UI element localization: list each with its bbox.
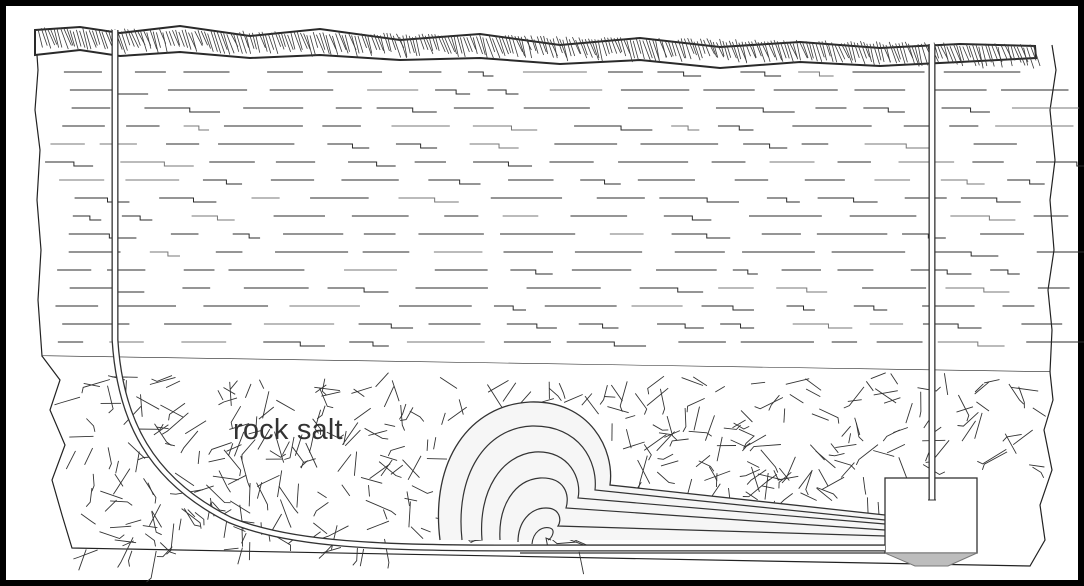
salt-crystal-stroke: [147, 551, 157, 582]
salt-crystal-stroke: [129, 551, 132, 567]
salt-crystal-stroke: [112, 377, 138, 378]
salt-crystal-stroke: [79, 549, 87, 570]
salt-crystal-stroke: [427, 459, 447, 460]
rock-salt-label: rock salt: [233, 414, 343, 447]
salt-crystal-stroke: [242, 528, 243, 546]
salt-crystal-stroke: [716, 473, 717, 487]
